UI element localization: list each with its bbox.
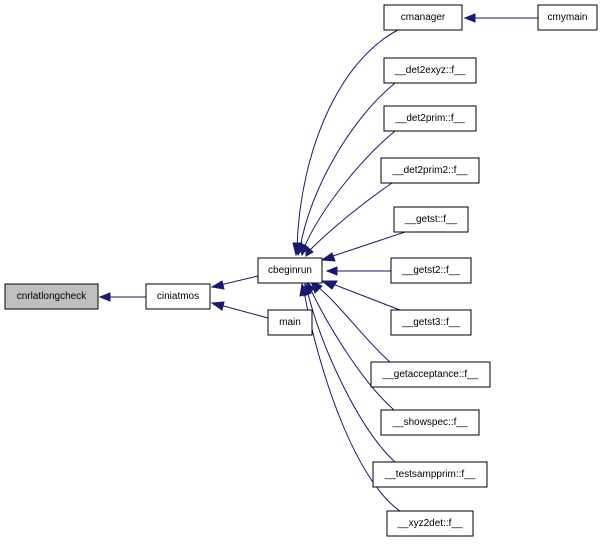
node-label: __getst::f__	[404, 214, 458, 225]
node-box	[537, 4, 598, 31]
node-det2exyz[interactable]: __det2exyz::f__	[383, 57, 477, 84]
node-box	[145, 283, 211, 310]
node-showspec[interactable]: __showspec::f__	[380, 409, 480, 436]
node-label: __det2prim2::f__	[391, 165, 467, 176]
edge-main-to-ciniatmos	[210, 301, 269, 319]
node-label: cnrlatlongcheck	[17, 291, 87, 302]
arrowhead-icon	[325, 266, 338, 276]
node-ciniatmos[interactable]: ciniatmos	[145, 283, 211, 310]
node-box	[370, 361, 491, 388]
node-getacceptance[interactable]: __getacceptance::f__	[370, 361, 491, 388]
edge-line	[219, 275, 259, 286]
arrowhead-icon	[299, 282, 309, 297]
node-box	[390, 257, 472, 284]
edge-getacceptance-to-cbeginrun	[310, 280, 391, 363]
node-label: main	[279, 317, 301, 328]
node-label: cmymain	[547, 12, 587, 23]
node-label: ciniatmos	[157, 291, 199, 302]
node-label: __xyz2det::f__	[396, 518, 462, 529]
edge-line	[299, 82, 396, 249]
edge-line	[329, 282, 401, 311]
edge-line	[306, 289, 396, 463]
node-box	[390, 309, 472, 336]
node-xyz2det[interactable]: __xyz2det::f__	[386, 510, 474, 537]
edge-showspec-to-cbeginrun	[306, 280, 395, 411]
node-box	[393, 206, 469, 233]
node-label: __getst3::f__	[401, 317, 460, 328]
edge-det2exyz-to-cbeginrun	[295, 82, 396, 257]
edge-line	[309, 287, 395, 411]
node-getst2[interactable]: __getst2::f__	[390, 257, 472, 284]
node-box	[383, 105, 477, 132]
edge-getst2-to-cbeginrun	[325, 266, 391, 276]
node-main[interactable]: main	[267, 309, 313, 336]
edge-cbeginrun-to-ciniatmos	[210, 275, 259, 290]
node-box	[383, 4, 463, 31]
node-box	[257, 257, 323, 284]
node-testsampprim[interactable]: __testsampprim::f__	[372, 461, 488, 488]
edge-line	[317, 286, 391, 363]
arrowhead-icon	[98, 292, 111, 302]
node-cbeginrun[interactable]: cbeginrun	[257, 257, 323, 284]
node-getst3[interactable]: __getst3::f__	[390, 309, 472, 336]
node-cmanager[interactable]: cmanager	[383, 4, 463, 31]
arrowhead-icon	[210, 301, 225, 311]
node-label: __showspec::f__	[391, 417, 467, 428]
edge-line	[309, 182, 393, 251]
node-det2prim2[interactable]: __det2prim2::f__	[380, 157, 480, 184]
node-label: __det2prim::f__	[394, 113, 465, 124]
edge-cmymain-to-cmanager	[463, 13, 538, 23]
arrowhead-icon	[320, 252, 336, 262]
node-cnrlatlongcheck[interactable]: cnrlatlongcheck	[4, 283, 99, 310]
node-box	[386, 510, 474, 537]
node-label: __testsampprim::f__	[384, 469, 476, 480]
edge-ciniatmos-to-cnrlatlongcheck	[98, 292, 146, 302]
edges-layer	[98, 13, 538, 512]
node-box	[383, 57, 477, 84]
edge-line	[303, 130, 396, 249]
node-det2prim[interactable]: __det2prim::f__	[383, 105, 477, 132]
edge-det2prim2-to-cbeginrun	[305, 182, 393, 257]
node-cmymain[interactable]: cmymain	[537, 4, 598, 31]
edge-line	[219, 304, 269, 319]
node-label: cbeginrun	[268, 265, 312, 276]
node-getst[interactable]: __getst::f__	[393, 206, 469, 233]
nodes-layer: cnrlatlongcheck ciniatmos cbeginrun main cma…	[4, 4, 598, 537]
node-box	[267, 309, 313, 336]
node-label: __getst2::f__	[401, 265, 460, 276]
node-label: __det2exyz::f__	[394, 65, 466, 76]
node-label: __getacceptance::f__	[382, 369, 479, 380]
edge-getst-to-cbeginrun	[320, 231, 406, 262]
edge-line	[296, 29, 399, 249]
arrowhead-icon	[463, 13, 476, 23]
node-box	[4, 283, 99, 310]
arrowhead-icon	[305, 244, 314, 257]
node-label: cmanager	[401, 12, 446, 23]
node-box	[372, 461, 488, 488]
arrowhead-icon	[210, 280, 225, 290]
node-box	[380, 409, 480, 436]
arrowhead-icon	[320, 280, 338, 290]
edge-getst3-to-cbeginrun	[320, 280, 401, 311]
node-box	[380, 157, 480, 184]
edge-line	[329, 231, 406, 258]
